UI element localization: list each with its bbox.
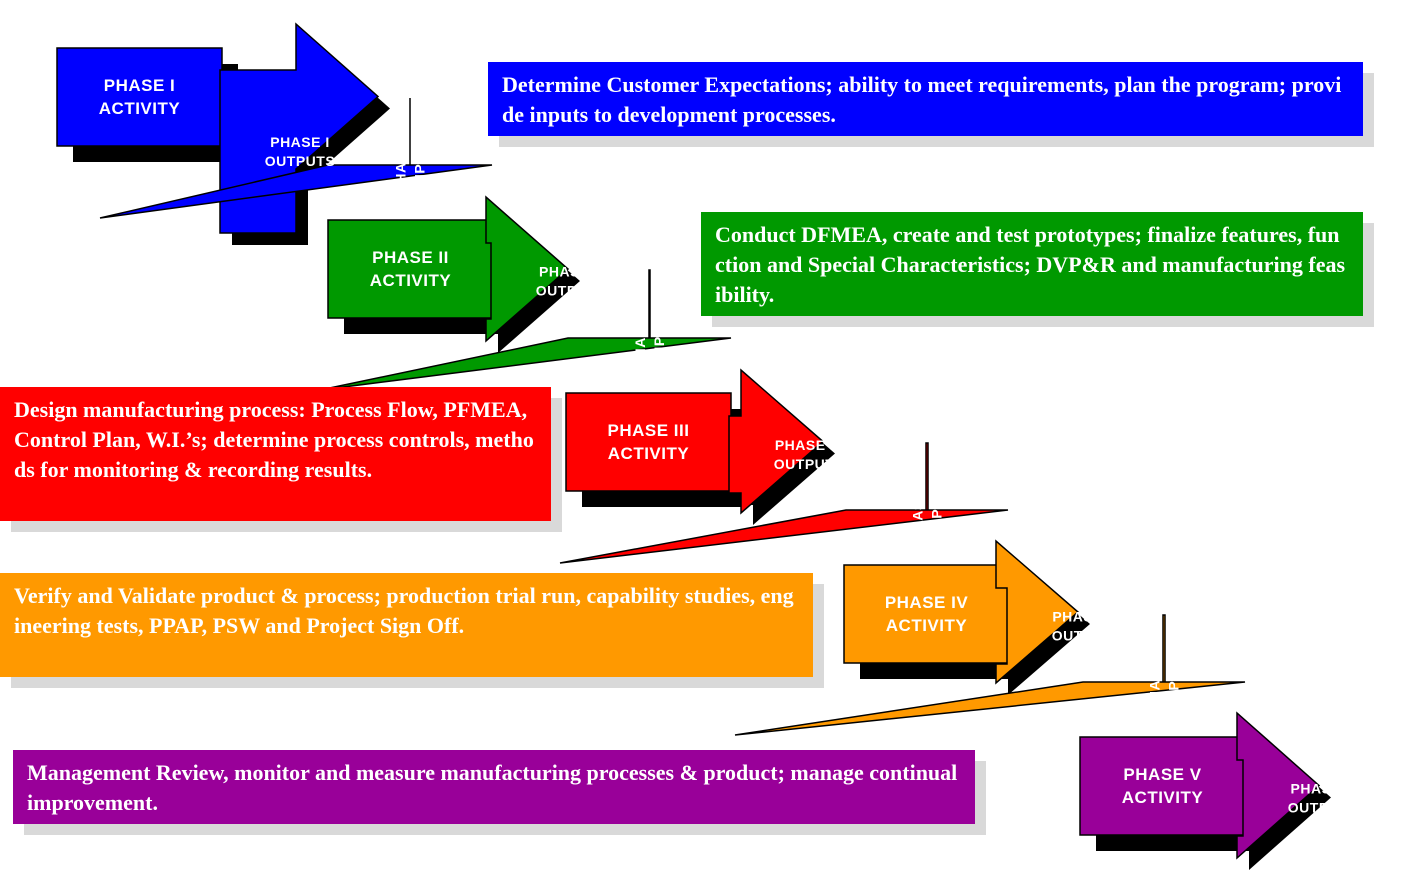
phase-4-inputs-label-line-1: PHASE IV: [910, 472, 926, 542]
phase-4-outputs-arrow: [995, 539, 1080, 685]
phase-1-activity-label-line-2: ACTIVITY: [99, 99, 181, 118]
phase-3-outputs-label-line-1: PHASE III: [775, 437, 843, 453]
phase-2-outputs-arrow: [485, 195, 570, 343]
phase-4-description: Verify and Validate product & process; p…: [0, 573, 813, 677]
phase-2-activity-label-line-2: ACTIVITY: [370, 271, 452, 290]
phase-2-inputs-label-line-1: PHASE II: [393, 130, 409, 194]
phase-1-activity-box: [56, 47, 223, 147]
phase-2-description: Conduct DFMEA, create and test prototype…: [701, 212, 1363, 316]
phase-3-outputs-label-line-2: OUTPUTS: [774, 456, 844, 472]
phase-2-activity-label-line-1: PHASE II: [372, 248, 449, 267]
phase-5-activity-label-line-2: ACTIVITY: [1122, 788, 1204, 807]
phase-2-activity-box: [327, 219, 494, 319]
phase-5-inputs-label-line-1: PHASE V: [1147, 646, 1163, 711]
phase-2-inputs-arrow: [99, 98, 493, 219]
phase-3-activity-box: [565, 392, 732, 492]
phase-5-outputs-arrow: [1236, 711, 1321, 860]
phase-5-outputs-label-line-1: PHASE V: [1291, 781, 1356, 797]
phase-4-activity-label-line-2: ACTIVITY: [886, 616, 968, 635]
phase-4-outputs-label-line-1: PHASE IV: [1052, 609, 1122, 625]
phase-2-outputs-label-line-2: OUTPUTS: [536, 283, 606, 299]
phase-1-description: Determine Customer Expectations; ability…: [488, 62, 1363, 136]
phase-3-outputs-arrow: [728, 368, 825, 515]
phase-4-activity-label-line-1: PHASE IV: [885, 593, 969, 612]
phase-5-activity-box: [1079, 736, 1246, 836]
phase-3-description: Design manufacturing process: Process Fl…: [0, 387, 551, 521]
phase-5-outputs-label-line-2: OUTPUTS: [1288, 800, 1358, 816]
phase-3-inputs-label-line-2: INPUTS: [651, 307, 667, 361]
phase-5-inputs-arrow: [734, 614, 1246, 736]
phase-3-activity-label-line-1: PHASE III: [608, 421, 690, 440]
phase-1-outputs-label-line-2: OUTPUTS: [265, 153, 335, 169]
phase-1-outputs-label-line-1: PHASE I: [270, 134, 330, 150]
phase-4-outputs-label-line-2: OUTPUTS: [1052, 628, 1122, 644]
phase-2-inputs-label-line-2: INPUTS: [412, 134, 428, 188]
phase-5-inputs-label-line-2: INPUTS: [1166, 651, 1182, 705]
phase-1-activity-label-line-1: PHASE I: [104, 76, 176, 95]
phase-5-description: Management Review, monitor and measure m…: [13, 750, 975, 824]
phase-4-inputs-arrow: [559, 442, 1009, 564]
phase-3-activity-label-line-2: ACTIVITY: [608, 444, 690, 463]
phase-5-activity-label-line-1: PHASE V: [1123, 765, 1201, 784]
phase-2-outputs-label-line-1: PHASE II: [539, 264, 603, 280]
phase-3-inputs-label-line-1: PHASE III: [632, 300, 648, 368]
phase-3-inputs-arrow: [319, 269, 732, 391]
phase-4-inputs-label-line-2: INPUTS: [929, 479, 945, 533]
phase-4-activity-box: [843, 564, 1010, 664]
